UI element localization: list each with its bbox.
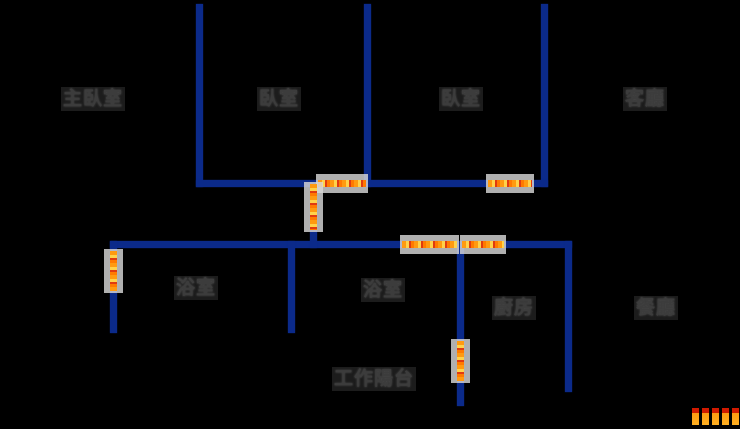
wall-mid-horizontal-right <box>500 241 572 248</box>
opening-legend <box>692 408 739 425</box>
wall-mid-horizontal-left <box>110 241 402 248</box>
wall-kitchen-left-vertical <box>457 241 464 351</box>
door-bathroom2 <box>402 241 457 248</box>
legend-swatch <box>702 408 709 425</box>
room-label-halo-dining-room <box>634 296 678 320</box>
room-label-bedroom-1: 臥室 <box>258 87 300 110</box>
wall-right-outer-vertical <box>565 241 572 392</box>
room-label-halo-bedroom-1 <box>257 87 301 111</box>
door-bathroom-left <box>110 251 117 291</box>
room-label-work-balcony: 工作陽台 <box>333 367 415 390</box>
room-label-halo-work-balcony <box>332 367 416 391</box>
room-label-halo-kitchen <box>492 296 536 320</box>
legend-swatch <box>722 408 729 425</box>
door-balcony <box>457 341 464 381</box>
wall-upper-horizontal-mid <box>364 180 488 187</box>
wall-bed2-left-vertical <box>541 4 548 187</box>
room-label-halo-living-room <box>623 87 667 111</box>
legend-swatch <box>732 408 739 425</box>
door-bedroom1-side <box>310 184 317 230</box>
room-label-halo-master-bedroom <box>61 87 125 111</box>
door-bedroom1 <box>318 180 366 187</box>
room-label-halo-bedroom-2 <box>439 87 483 111</box>
room-label-bedroom-2: 臥室 <box>440 87 482 110</box>
wall-top-left-vertical <box>196 4 203 187</box>
door-bedroom2 <box>488 180 532 187</box>
door-kitchen <box>462 241 504 248</box>
room-label-bathroom-2: 浴室 <box>362 278 404 301</box>
wall-bed1-left-vertical <box>364 4 371 187</box>
room-label-master-bedroom: 主臥室 <box>62 87 124 110</box>
wall-kitchen-lower-vertical <box>457 376 464 406</box>
room-label-kitchen: 廚房 <box>493 296 535 319</box>
wall-upper-horizontal-left <box>196 180 318 187</box>
room-label-dining-room: 餐廳 <box>635 296 677 319</box>
room-label-bathroom-1: 浴室 <box>175 276 217 299</box>
legend-swatch <box>712 408 719 425</box>
wall-upper-horizontal-right <box>530 180 548 187</box>
room-label-halo-bathroom-2 <box>361 278 405 302</box>
legend-swatch <box>692 408 699 425</box>
wall-bath1-right-vertical <box>288 241 295 333</box>
room-label-living-room: 客廳 <box>624 87 666 110</box>
room-label-halo-bathroom-1 <box>174 276 218 300</box>
